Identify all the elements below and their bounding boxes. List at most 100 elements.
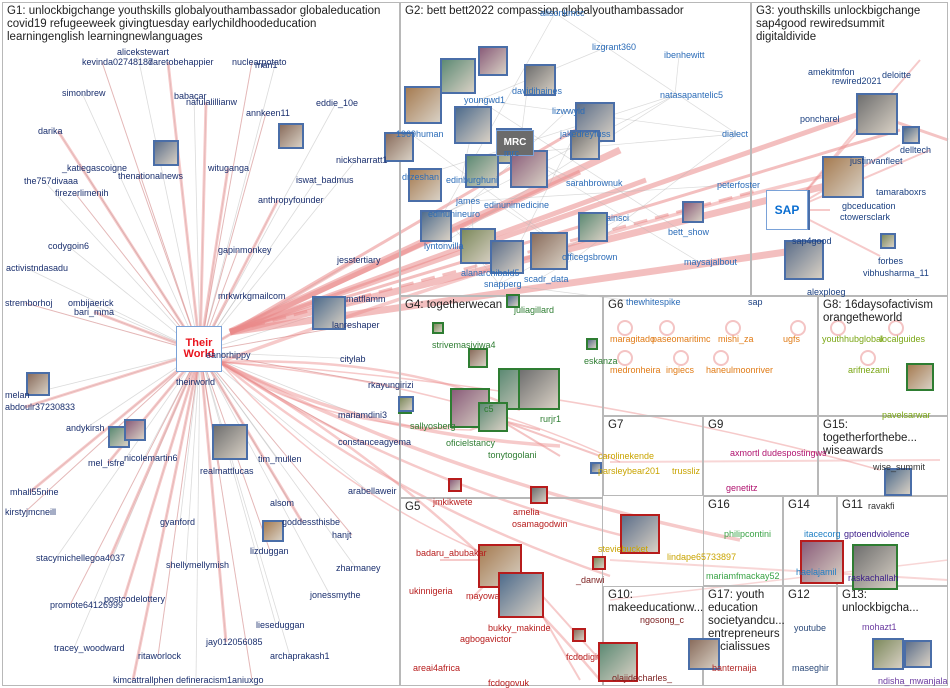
profile-image-icon[interactable] — [524, 64, 556, 96]
node-label-g9[interactable]: genetitz — [726, 483, 758, 493]
node-label-g1[interactable]: tim_mullen — [258, 454, 302, 464]
node-label-g1[interactable]: mariamdini3 — [338, 410, 388, 420]
node-label-g1[interactable]: promote64126999 — [50, 600, 124, 610]
profile-image-icon[interactable] — [800, 540, 844, 584]
node-label-g1[interactable]: shellymellymish — [166, 560, 230, 570]
node-label-g1[interactable]: archaprakash1 — [270, 651, 330, 661]
node-label-g2[interactable]: snapperg — [484, 279, 522, 289]
node-label-g3[interactable]: sap4good — [792, 236, 832, 246]
node-label-g3[interactable]: rewired2021 — [832, 76, 882, 86]
node-label-g15[interactable]: ravakfi — [868, 501, 895, 511]
node-label-g2[interactable]: youngwd1 — [464, 95, 506, 105]
node-label-g17[interactable]: banternaija — [712, 663, 757, 673]
node-label-g1[interactable]: jonessmythe — [310, 590, 361, 600]
node-label-g1[interactable]: goa4037 — [90, 553, 126, 563]
profile-image-icon[interactable] — [822, 156, 864, 198]
node-label-g1[interactable]: witugangа — [208, 163, 250, 173]
profile-image-icon[interactable] — [262, 520, 284, 542]
node-label-g11[interactable]: raskachallah — [848, 573, 899, 583]
node-label-g1[interactable]: thenationalnews — [118, 171, 184, 181]
node-label-g1[interactable]: bari_mma — [74, 307, 115, 317]
node-label-g5[interactable]: jmkikwete — [433, 497, 473, 507]
profile-image-icon[interactable] — [906, 363, 934, 391]
node-label-g4[interactable]: juliagillard — [514, 305, 555, 315]
node-label-g5[interactable]: ukinnigeria — [409, 586, 453, 596]
node-label-g1[interactable]: firezerlimenih — [55, 188, 109, 198]
node-label-g3[interactable]: gbceducation — [842, 201, 896, 211]
node-label-g8[interactable]: youthhubglobal — [822, 334, 884, 344]
node-label-g1[interactable]: anthropyfounder — [258, 195, 324, 205]
node-label-g2[interactable]: ainsci — [606, 213, 630, 223]
node-label-g1[interactable]: the757divaaa — [24, 176, 79, 186]
node-label-g5[interactable]: badaru_abubakar — [416, 548, 487, 558]
node-label-g2[interactable]: alisonkmcc — [540, 8, 585, 18]
node-label-g2[interactable]: edinunineuro — [428, 209, 481, 219]
node-label-g1[interactable]: mrkwrkgmailcom — [218, 291, 286, 301]
mrc-logo-icon[interactable]: MRC — [496, 130, 534, 156]
sap-logo-icon[interactable]: SAP — [766, 190, 808, 230]
node-label-g4[interactable]: sallyosberg — [410, 421, 456, 431]
node-label-g16[interactable]: mariamfmackay52 — [706, 571, 780, 581]
node-label-g1[interactable]: jay012056085 — [206, 637, 263, 647]
node-label-g1[interactable]: arabellaweir — [348, 486, 397, 496]
node-label-g6[interactable]: mishi_za — [718, 334, 754, 344]
profile-image-icon[interactable] — [454, 106, 492, 144]
node-label-g1[interactable]: realmattlucas — [200, 466, 254, 476]
node-label-g2[interactable]: maysajalbout — [684, 257, 738, 267]
node-label-g4[interactable]: oficielstancy — [446, 438, 496, 448]
node-label-g2[interactable]: lizwwyld — [552, 106, 586, 116]
node-label-g2[interactable]: scadr_data — [524, 274, 569, 284]
profile-image-icon[interactable] — [212, 424, 248, 460]
node-label-g1[interactable]: daretobehappier — [148, 57, 214, 67]
node-label-g1[interactable]: ritaworlock — [138, 651, 182, 661]
profile-image-icon[interactable] — [312, 296, 346, 330]
node-label-g3[interactable]: tamaraboxrs — [876, 187, 927, 197]
profile-image-icon[interactable] — [572, 628, 586, 642]
node-label-g5[interactable]: areai4africa — [413, 663, 461, 673]
profile-image-icon[interactable] — [124, 419, 146, 441]
node-label-g1[interactable]: lizduggan — [250, 546, 289, 556]
node-label-g6[interactable]: medronheira — [610, 365, 661, 375]
profile-image-icon[interactable] — [872, 638, 904, 670]
node-label-g13[interactable]: ndisha_mwanjala — [878, 676, 948, 686]
node-label-g1[interactable]: nuclearpotato — [232, 57, 287, 67]
node-label-g1[interactable]: iswat_badmus — [296, 175, 354, 185]
node-label-g2[interactable]: bett_show — [668, 227, 710, 237]
node-label-g1[interactable]: codygoin6 — [48, 241, 90, 251]
node-label-g11[interactable]: gptoendviolence — [844, 529, 910, 539]
node-label-g1[interactable]: zharmaney — [336, 563, 381, 573]
profile-image-icon[interactable] — [578, 212, 608, 242]
node-label-g6[interactable]: maragitado — [610, 334, 656, 344]
node-label-g2[interactable]: alanarchibald5 — [461, 268, 520, 278]
profile-image-icon[interactable] — [592, 556, 606, 570]
node-label-g1[interactable]: citylab — [340, 354, 366, 364]
node-label-g1[interactable]: eddie_10e — [316, 98, 359, 108]
profile-image-icon[interactable] — [590, 462, 602, 474]
node-label-g1[interactable]: stremborhoj — [5, 298, 53, 308]
node-label-g2[interactable]: lyntonvilla — [424, 241, 464, 251]
profile-image-icon[interactable] — [682, 201, 704, 223]
node-label-g2[interactable]: ibenhewitt — [664, 50, 705, 60]
profile-image-icon[interactable] — [620, 514, 660, 554]
node-label-g4[interactable]: rurjr1 — [540, 414, 562, 424]
node-label-g2[interactable]: thewhitespike — [626, 297, 681, 307]
profile-image-icon[interactable] — [408, 168, 442, 202]
profile-image-icon[interactable] — [518, 368, 560, 410]
node-label-g7[interactable]: carolinekende — [598, 451, 655, 461]
node-label-g5[interactable]: fcdogovuk — [488, 678, 530, 688]
profile-image-icon[interactable] — [904, 640, 932, 668]
node-label-g1[interactable]: activistndasadu — [6, 263, 69, 273]
node-label-g10[interactable]: ngosong_c — [640, 615, 685, 625]
node-label-g1[interactable]: annkeen11 — [246, 108, 290, 118]
node-label-g6[interactable]: ugfs — [783, 334, 801, 344]
profile-image-icon[interactable] — [478, 46, 508, 76]
profile-image-icon[interactable] — [398, 396, 414, 412]
node-label-g1[interactable]: lanreshaper — [332, 320, 380, 330]
node-label-g2[interactable]: 1969human — [396, 129, 444, 139]
node-label-g1[interactable]: goddessthisbe — [282, 517, 341, 527]
node-label-g1[interactable]: postcodelottery — [104, 594, 166, 604]
node-label-g1[interactable]: kimcattrallphen — [113, 675, 174, 685]
node-label-g3[interactable]: delltech — [900, 145, 932, 155]
profile-image-icon[interactable] — [432, 322, 444, 334]
node-label-g1[interactable]: aniuxgo — [232, 675, 264, 685]
